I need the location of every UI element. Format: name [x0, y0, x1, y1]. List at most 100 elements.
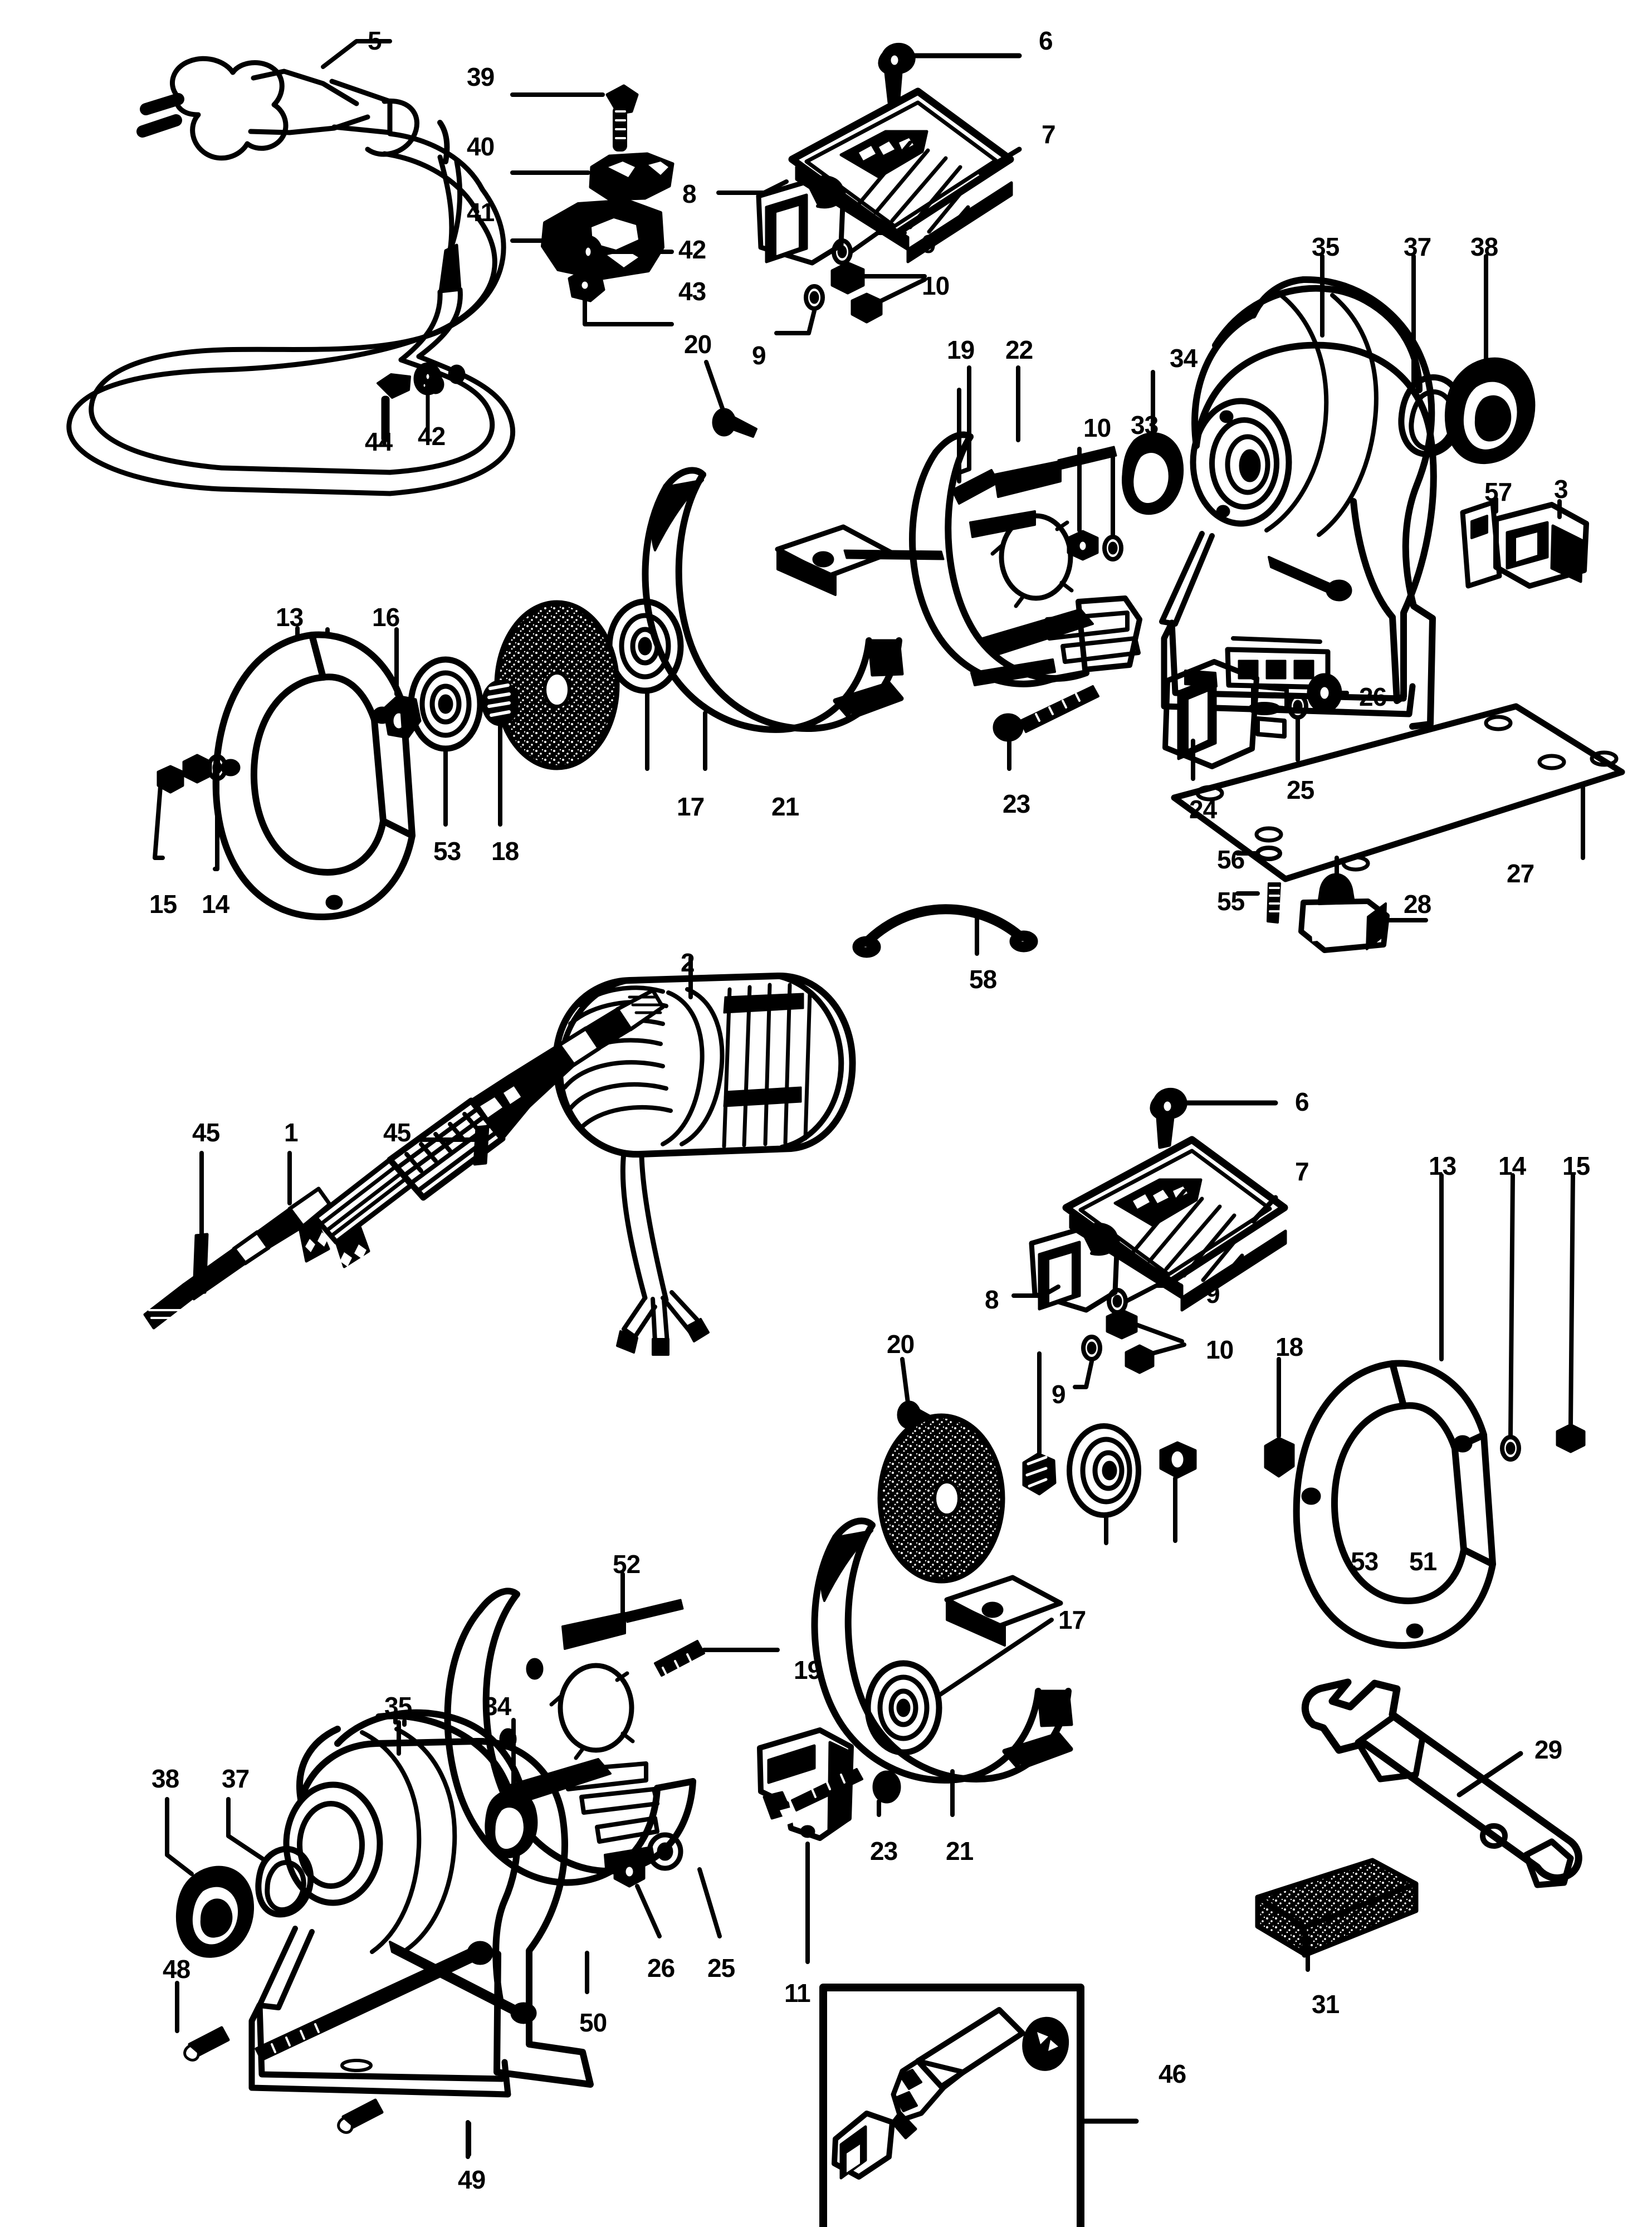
- callout-35-motor-housing: 35: [1312, 232, 1340, 261]
- part-washer-9d: [1083, 1337, 1100, 1359]
- callout-37-bearing-seal: 37: [222, 1764, 250, 1793]
- part-bearing-seal-37b: [255, 1846, 314, 1918]
- callout-52-guard-back-plate: 52: [613, 1550, 641, 1579]
- callout-44-screw: 44: [365, 427, 393, 456]
- callout-49-roll-pin: 49: [458, 2165, 486, 2194]
- part-shaft-key-45a: [192, 1233, 209, 1295]
- callout-24-tool-rest: 24: [1189, 795, 1217, 824]
- part-terminal-screw: [605, 84, 639, 152]
- callout-21-wheel-guard-shell: 21: [771, 792, 799, 821]
- callout-34-bearing-bush: 34: [1170, 344, 1198, 373]
- part-hex-nut-10d: [1106, 1308, 1138, 1340]
- callout-34-bearing-bush: 34: [483, 1692, 511, 1721]
- part-bushing-18c: [1264, 1437, 1295, 1478]
- callout-18-wheel-bushing: 18: [491, 837, 519, 866]
- callout-1-armature-rotor: 1: [284, 1118, 299, 1147]
- callout-31-dressing-stone: 31: [1312, 1990, 1340, 2019]
- part-grease-kit-box-46: [819, 1984, 1084, 2227]
- part-eye-shield-bracket-8a: [756, 175, 846, 266]
- callout-14-flat-washer-guard: 14: [202, 890, 229, 919]
- part-set-screw-19b: [654, 1640, 705, 1677]
- part-grinding-wheel-upper: [494, 600, 620, 770]
- callout-15-hex-nut-guard: 15: [149, 890, 177, 919]
- part-wheel-guard-21a: [642, 467, 945, 733]
- callout-38-ball-bearing: 38: [151, 1764, 179, 1793]
- part-wheel-guard-cover-13b: [1293, 1360, 1496, 1649]
- part-guard-bolt-23b: [791, 1768, 901, 1811]
- callout-19-set-screw: 19: [794, 1655, 822, 1684]
- part-ball-bearing-38b: [175, 1865, 254, 1958]
- part-wheel-bushing-18b: [1022, 1452, 1057, 1496]
- callout-42-lock-washer: 42: [678, 235, 706, 264]
- part-eye-shield-screw-6b: [1150, 1087, 1187, 1149]
- callout-35-motor-housing: 35: [384, 1692, 412, 1721]
- part-roll-pin-48: [183, 2026, 230, 2062]
- callout-9-bracket-washer: 9: [922, 229, 936, 258]
- part-wheel-flange-17a: [606, 598, 684, 694]
- part-spindle-nut-51: [1159, 1441, 1197, 1479]
- callout-9-bracket-washer: 9: [1052, 1380, 1066, 1409]
- callout-20-guard-screw: 20: [887, 1330, 915, 1359]
- callout-48-roll-pin: 48: [163, 1955, 190, 1984]
- callout-2-stator-field-coil: 2: [681, 948, 695, 977]
- callout-17-wheel-flange: 17: [1058, 1605, 1086, 1634]
- part-cord-guard-body: [541, 199, 664, 280]
- callout-58-ground-wire: 58: [969, 965, 997, 994]
- part-hex-nut-15a: [157, 754, 212, 794]
- callout-17-wheel-flange: 17: [677, 792, 705, 821]
- callout-16-inner-spacer: 16: [372, 603, 400, 632]
- callout-22-rear-guard-plate: 22: [1005, 335, 1033, 364]
- callout-19-set-screw: 19: [947, 335, 975, 364]
- part-rubber-foot-28: [1298, 873, 1390, 953]
- callout-6-eye-shield-screw: 6: [1039, 26, 1053, 55]
- callout-53-outer-flange: 53: [433, 837, 461, 866]
- callout-40-cord-clamp: 40: [467, 132, 495, 161]
- part-spanner-wrench-29: [1301, 1678, 1582, 1888]
- part-ball-bearing-38a: [1444, 357, 1536, 465]
- part-outer-flange-53b: [1067, 1423, 1141, 1518]
- part-eye-shield-bracket-8b: [1029, 1222, 1120, 1313]
- callout-7-eye-shield: 7: [1295, 1157, 1309, 1186]
- callout-42-lock-washer: 42: [418, 422, 446, 451]
- callout-6-eye-shield-screw: 6: [1295, 1087, 1309, 1116]
- callout-57-switch-plate: 57: [1484, 477, 1512, 506]
- callout-38-ball-bearing: 38: [1470, 232, 1498, 261]
- part-wheel-bushing-18a: [481, 680, 519, 726]
- part-wheel-guard-cover-13a: [212, 631, 416, 921]
- part-wheel-flange-17b: [864, 1660, 942, 1756]
- part-washer-14b: [1502, 1437, 1519, 1459]
- callout-10-hex-nut: 10: [1206, 1335, 1234, 1364]
- callout-23-guard-bolt: 23: [1003, 789, 1030, 818]
- part-flat-washer-25b: [647, 1832, 683, 1871]
- part-hex-nut-10a: [830, 261, 865, 295]
- callout-46-grease-tube-kit: 46: [1159, 2059, 1186, 2088]
- callout-41-cord-guard-body: 41: [467, 198, 495, 227]
- part-set-screw-19a: [951, 469, 999, 505]
- part-bearing-seal-37a: [1398, 374, 1465, 457]
- callout-55-foot-screw: 55: [1217, 887, 1245, 916]
- part-hex-nut-43: [568, 269, 605, 302]
- callout-56-foot-washer: 56: [1217, 845, 1245, 874]
- callout-29-spanner-wrench: 29: [1534, 1735, 1562, 1764]
- part-motor-housing-35a: [1159, 276, 1437, 730]
- part-grinding-wheel-lower: [877, 1413, 1005, 1584]
- callout-23-guard-bolt: 23: [870, 1837, 898, 1865]
- part-washer-9b: [806, 286, 823, 309]
- callout-20-guard-screw: 20: [684, 330, 712, 359]
- callout-25-flat-washer-toolrest: 25: [707, 1953, 735, 1982]
- part-foot-washer-56: [1255, 846, 1282, 861]
- callout-18-wheel-bushing: 18: [1275, 1332, 1303, 1361]
- callout-9-bracket-washer: 9: [752, 341, 766, 370]
- part-bearing-bush-34a: [1122, 432, 1184, 515]
- part-tie-rod-50: [255, 1941, 493, 2062]
- part-roll-pin-49: [337, 2098, 384, 2134]
- callout-5-power-cord-with-plug: 5: [368, 26, 382, 55]
- part-switch-3: [1493, 502, 1589, 589]
- part-lock-washer-26b: [613, 1854, 646, 1888]
- callout-14-flat-washer-guard: 14: [1498, 1151, 1526, 1180]
- part-dressing-stone-31: [1255, 1858, 1419, 1958]
- callout-3-switch: 3: [1554, 475, 1568, 504]
- part-hex-nut-10c: [1067, 530, 1099, 561]
- callout-27-base-plate: 27: [1507, 859, 1534, 888]
- callout-13-wheel-guard-right: 13: [1429, 1151, 1457, 1180]
